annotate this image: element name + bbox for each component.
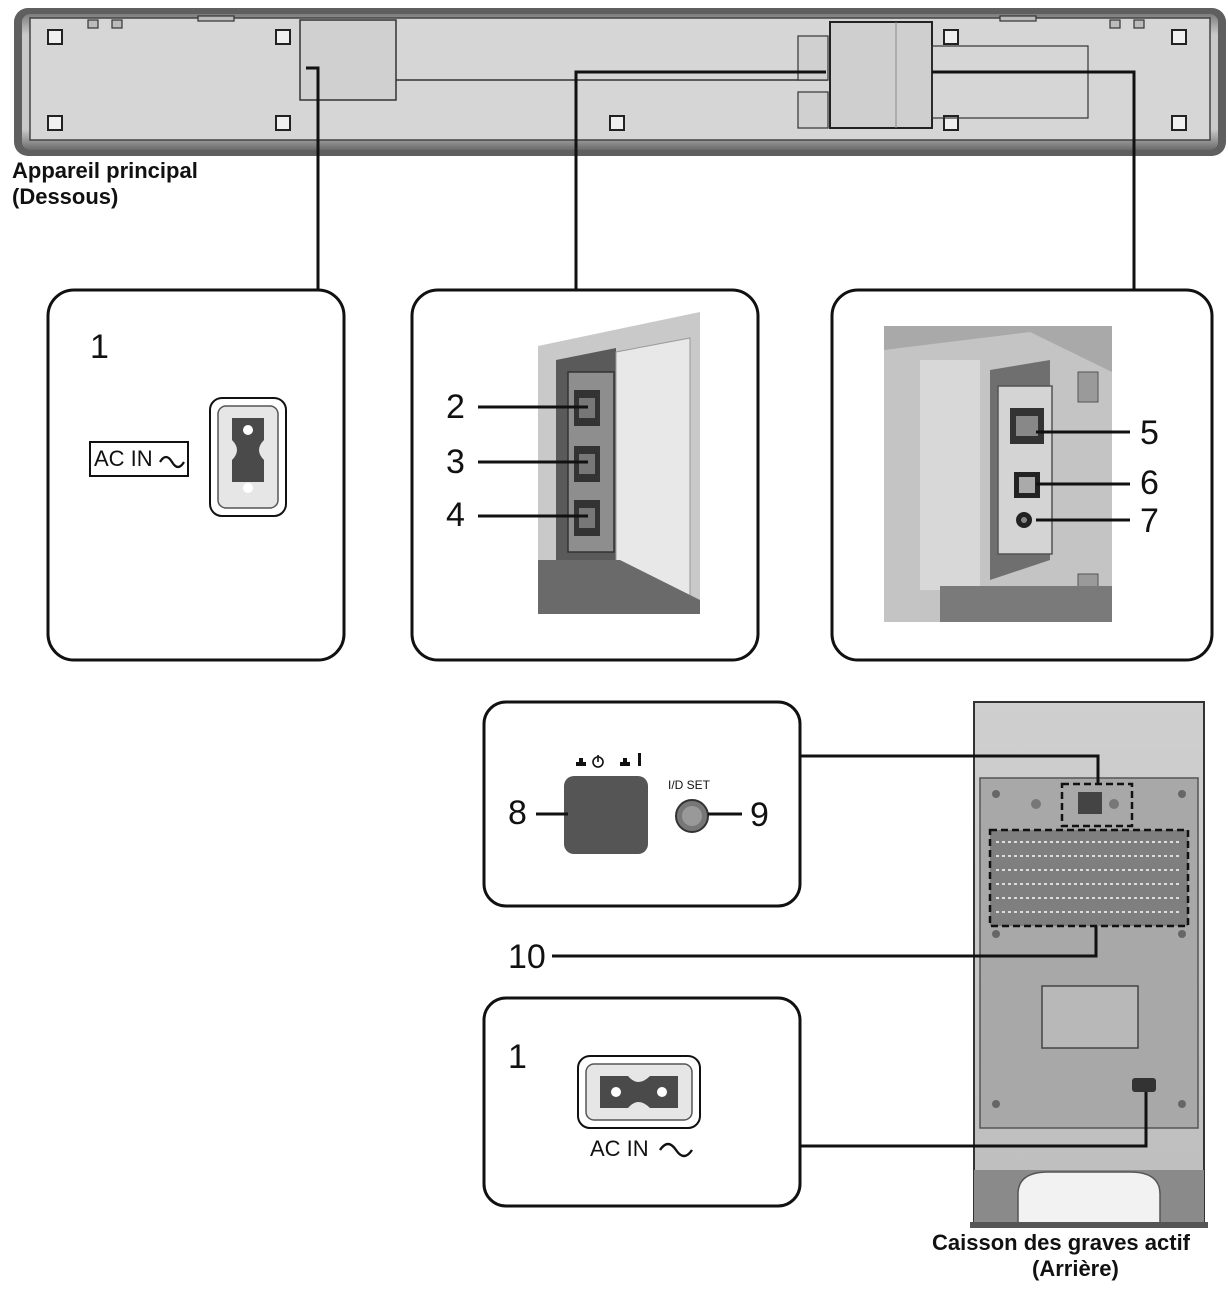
callout-4: 4 xyxy=(446,496,465,534)
callout-8: 8 xyxy=(508,794,527,832)
main-unit-caption-line1: Appareil principal xyxy=(12,158,198,183)
network-leader-lines xyxy=(1036,430,1130,522)
hdmi-leader-lines xyxy=(478,405,588,518)
main-unit-leader-lines xyxy=(306,66,1136,290)
subwoofer-caption-line2: (Arrière) xyxy=(1032,1256,1119,1281)
ac-in-label-top: AC IN xyxy=(94,446,153,471)
subwoofer-caption-line1: Caisson des graves actif xyxy=(932,1230,1191,1255)
hdmi-ports-panel xyxy=(538,312,700,614)
callout-3: 3 xyxy=(446,443,465,481)
callout-2: 2 xyxy=(446,388,465,426)
ac-inlet-bottom-panel xyxy=(577,1055,701,1158)
main-unit-soundbar xyxy=(14,8,1226,156)
power-symbols-icon xyxy=(576,753,641,768)
subwoofer-caption: Caisson des graves actif (Arrière) xyxy=(932,1230,1228,1282)
ac-inlet-top-panel xyxy=(89,397,287,517)
main-unit-caption: Appareil principal (Dessous) xyxy=(12,158,198,210)
power-switch-icon xyxy=(564,776,648,854)
subwoofer-leader-lines xyxy=(552,754,1148,1148)
network-ports-panel xyxy=(884,326,1112,622)
tilde-icon xyxy=(659,1142,693,1158)
callout-1-top: 1 xyxy=(90,328,109,366)
ac-in-label-bottom: AC IN xyxy=(590,1136,649,1161)
callout-9: 9 xyxy=(750,796,769,834)
callout-1-bottom: 1 xyxy=(508,1038,527,1076)
tilde-icon xyxy=(159,455,185,469)
power-switch-panel xyxy=(564,753,709,854)
callout-5: 5 xyxy=(1140,414,1159,452)
ac-socket-icon xyxy=(232,418,264,482)
subwoofer-rear xyxy=(970,701,1208,1228)
ac-socket-icon xyxy=(600,1076,678,1108)
callout-6: 6 xyxy=(1140,464,1159,502)
callout-7: 7 xyxy=(1140,502,1159,540)
subwoofer-ac-inlet-icon xyxy=(1132,1078,1156,1092)
main-unit-caption-line2: (Dessous) xyxy=(12,184,119,209)
callout-10: 10 xyxy=(508,938,546,976)
id-set-label: I/D SET xyxy=(668,778,711,792)
